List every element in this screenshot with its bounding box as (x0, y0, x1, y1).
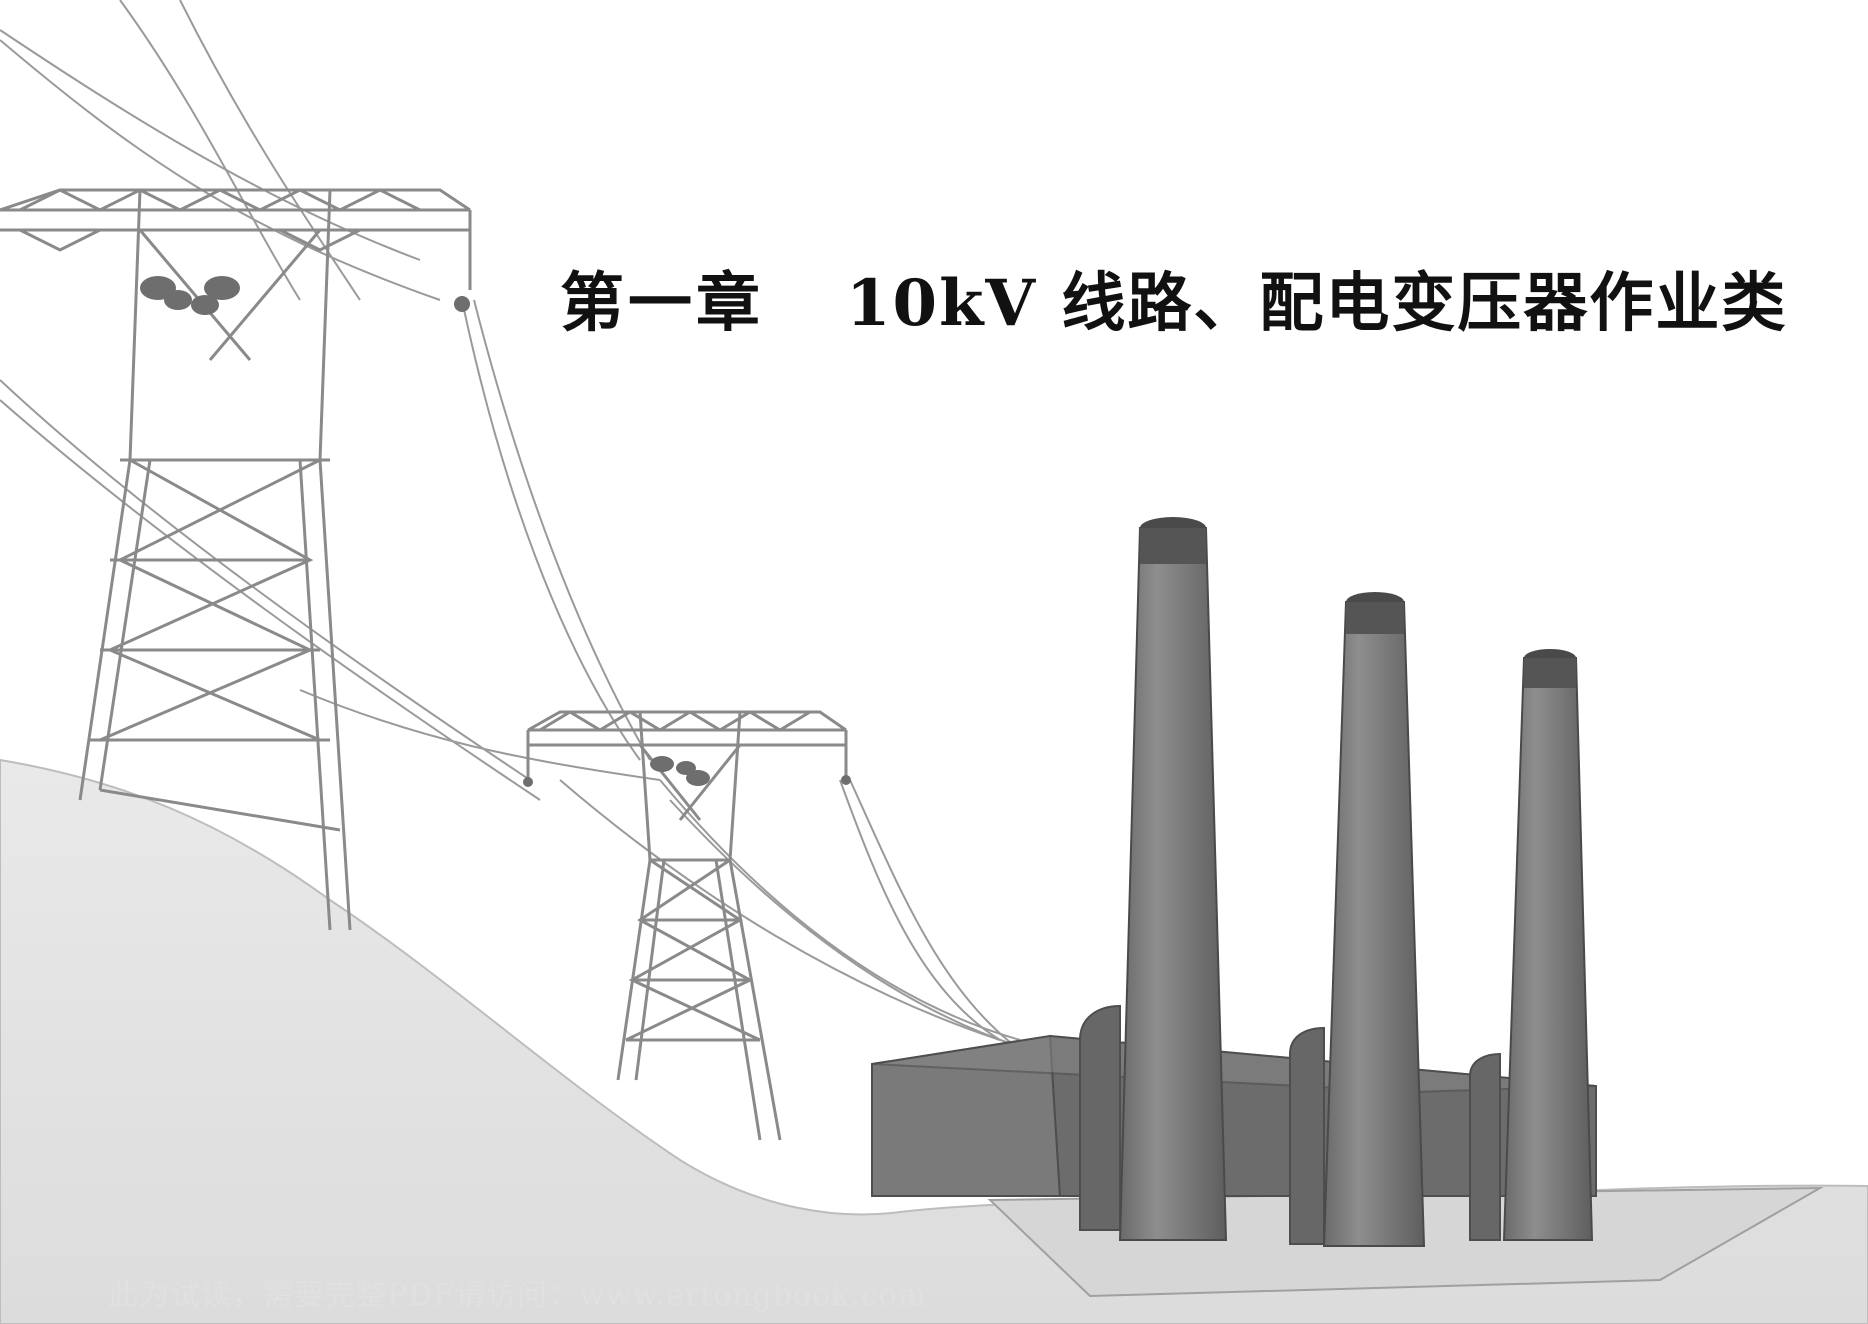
chapter-number: 第一章 (560, 266, 764, 341)
chapter-topic: 10kV 线路、配电变压器作业类 (846, 266, 1788, 341)
watermark-text: 此为试读，需要完整PDF请访问：www.ertongbook.com (108, 1278, 928, 1313)
transmission-tower-icon (0, 188, 472, 931)
chimney-icon (1118, 517, 1228, 1241)
insulator-icon (523, 756, 851, 787)
transmission-tower-icon (526, 710, 848, 1141)
hillside (0, 758, 1868, 1324)
chimney-icon (1502, 649, 1594, 1241)
chimney-icon (1322, 592, 1426, 1247)
power-lines (0, 0, 1031, 1051)
insulator-icon (140, 276, 470, 315)
chapter-title: 第一章 10kV 线路、配电变压器作业类 (560, 252, 1820, 342)
